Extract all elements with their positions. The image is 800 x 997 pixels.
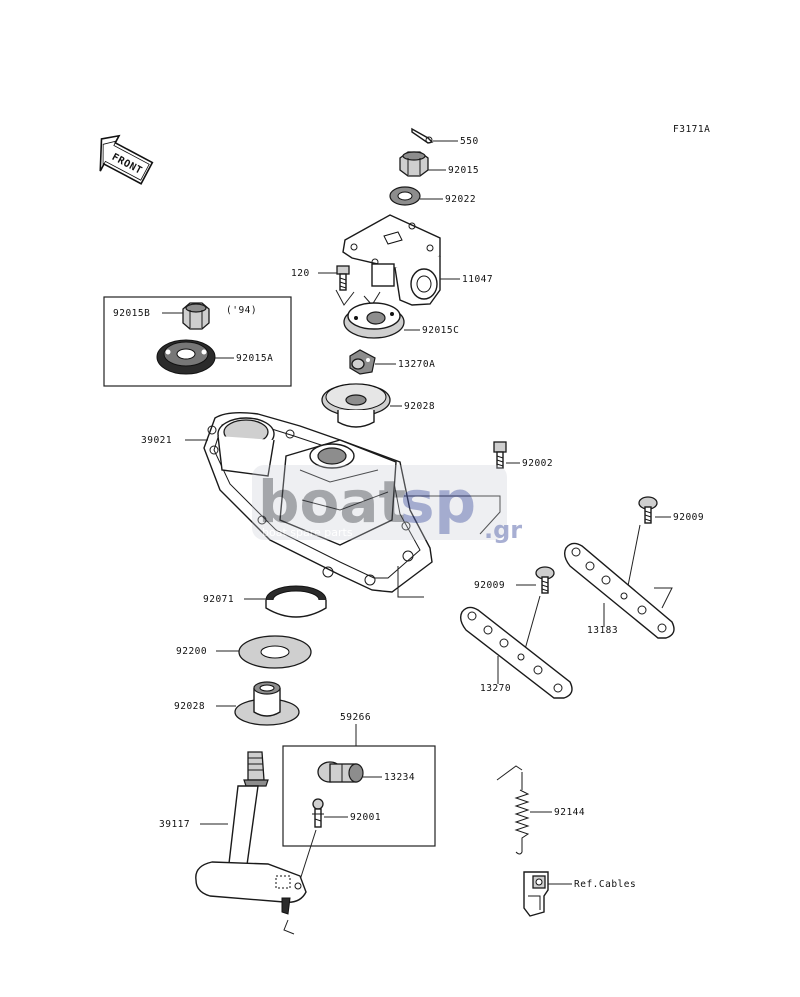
label-13270: 13270 [480,683,511,694]
label-92009-right: 92009 [673,512,704,523]
label-92015A: 92015A [236,353,273,364]
label-39021: 39021 [141,435,172,446]
label-120: 120 [291,268,310,279]
part-550-cotter-pin [411,127,434,144]
label-92022: 92022 [445,194,476,205]
watermark-logo: boat sp .gr boat spare parts [252,465,522,544]
part-92015B-nut [182,302,210,330]
diagram-code: F3171A [673,124,710,135]
part-92071-seal [265,585,327,618]
part-92028-bushing-upper [321,383,391,428]
label-92028-lower: 92028 [174,701,205,712]
label-ref-cables: Ref.Cables [574,879,636,890]
part-92015C-nut [343,302,405,339]
label-92071: 92071 [203,594,234,605]
label-92015: 92015 [448,165,479,176]
label-92144: 92144 [554,807,585,818]
variant-94-note: ('94) [226,305,257,316]
watermark-tagline: boat spare parts [262,526,353,539]
watermark-tld: .gr [484,516,522,544]
part-92001-ball-joint [312,798,324,828]
part-39117-shaft [195,751,307,915]
watermark-brand-boat: boat [258,468,406,536]
label-59266: 59266 [340,712,371,723]
part-92022-washer [389,186,421,206]
part-92015A-plate [156,339,216,375]
label-13234: 13234 [384,772,415,783]
part-92144-spring [496,765,530,855]
part-13270-plate [459,606,573,699]
part-13183-plate [563,542,675,639]
part-92009-screw-right [638,496,658,524]
label-92015C: 92015C [422,325,459,336]
part-39021-housing [203,411,433,593]
variant-94-box [103,296,292,387]
part-92015-nut [399,151,429,177]
label-550: 550 [460,136,479,147]
label-11047: 11047 [462,274,493,285]
label-92200: 92200 [176,646,207,657]
part-11047-bracket [342,214,441,306]
part-120-bolt [336,265,350,291]
label-39117: 39117 [159,819,190,830]
label-92009-left: 92009 [474,580,505,591]
part-13234-cap [317,761,364,783]
part-92009-screw-left [535,566,555,594]
watermark-brand-sp: sp [400,468,476,536]
label-92028-upper: 92028 [404,401,435,412]
label-92001: 92001 [350,812,381,823]
label-13183: 13183 [587,625,618,636]
label-92002: 92002 [522,458,553,469]
front-arrow-icon: FRONT [99,134,154,185]
label-13270A: 13270A [398,359,435,370]
kit-59266-box [282,745,436,847]
part-cable-bracket [523,871,549,917]
part-92002-bolt [493,441,507,469]
part-13270A-fitting [349,349,376,375]
part-92028-bushing-lower [234,681,300,726]
label-92015B: 92015B [113,308,150,319]
part-92200-washer [238,635,312,669]
